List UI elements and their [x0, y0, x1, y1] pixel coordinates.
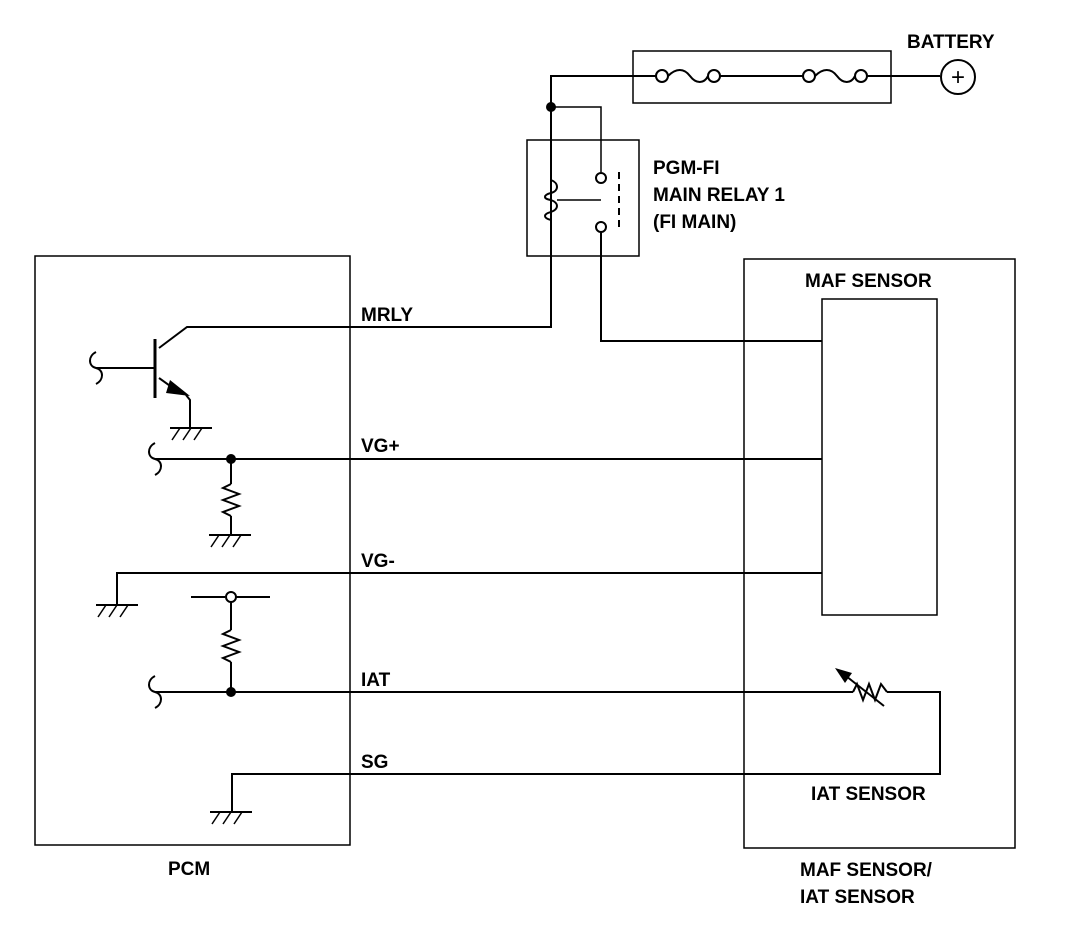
- wire-relay-output: [600, 232, 822, 342]
- pcm-label: PCM: [168, 859, 210, 880]
- fuse1-element: [667, 69, 709, 83]
- wire-sg: [231, 691, 941, 812]
- module-label-1: MAF SENSOR/: [800, 860, 933, 881]
- wire-relay-switch-feed: [551, 106, 602, 172]
- signal-vg-minus-label: VG-: [361, 551, 395, 572]
- relay-contact-bottom: [595, 221, 607, 233]
- ground-sg: [210, 811, 252, 825]
- fuse1-terminal-b: [707, 69, 721, 83]
- signal-sg-label: SG: [361, 752, 388, 773]
- relay-label-3: (FI MAIN): [653, 212, 736, 233]
- transistor: [89, 339, 212, 441]
- fuse2-terminal-a: [802, 69, 816, 83]
- maf-sensor-block: [821, 298, 938, 616]
- wave-break-icon: [148, 442, 162, 476]
- maf-sensor-label: MAF SENSOR: [805, 271, 932, 292]
- fuse2-terminal-b: [854, 69, 868, 83]
- battery-plus-symbol: +: [951, 64, 965, 91]
- wave-break-icon: [148, 675, 162, 709]
- fuse2-element: [814, 69, 856, 83]
- battery-label: BATTERY: [907, 32, 995, 53]
- fuse1-terminal-a: [655, 69, 669, 83]
- relay-label-2: MAIN RELAY 1: [653, 185, 785, 206]
- iat-pullup: [191, 591, 270, 692]
- fuse-box: [632, 50, 940, 104]
- signal-iat-label: IAT: [361, 670, 391, 691]
- sensor-module-box: [743, 258, 1016, 849]
- wire-mrly: [158, 326, 475, 349]
- relay-label-1: PGM-FI: [653, 158, 720, 179]
- relay-coil: [544, 179, 558, 221]
- main-relay: [526, 139, 640, 257]
- wave-break-icon: [89, 351, 103, 385]
- resistor-vg-plus: [209, 459, 251, 548]
- wire-vg-minus: [116, 572, 822, 605]
- signal-vg-plus-label: VG+: [361, 436, 400, 457]
- pcm-box: [34, 255, 351, 846]
- battery-terminal: +: [940, 59, 976, 95]
- relay-contact-top: [595, 172, 607, 184]
- iat-thermistor: [835, 668, 888, 707]
- module-label-2: IAT SENSOR: [800, 887, 915, 908]
- signal-mrly-label: MRLY: [361, 305, 413, 326]
- emitter-arrow-icon: [166, 380, 190, 396]
- iat-sensor-label: IAT SENSOR: [811, 784, 926, 805]
- ground-vg-minus: [96, 604, 138, 618]
- wire-relay-feed: [475, 75, 633, 328]
